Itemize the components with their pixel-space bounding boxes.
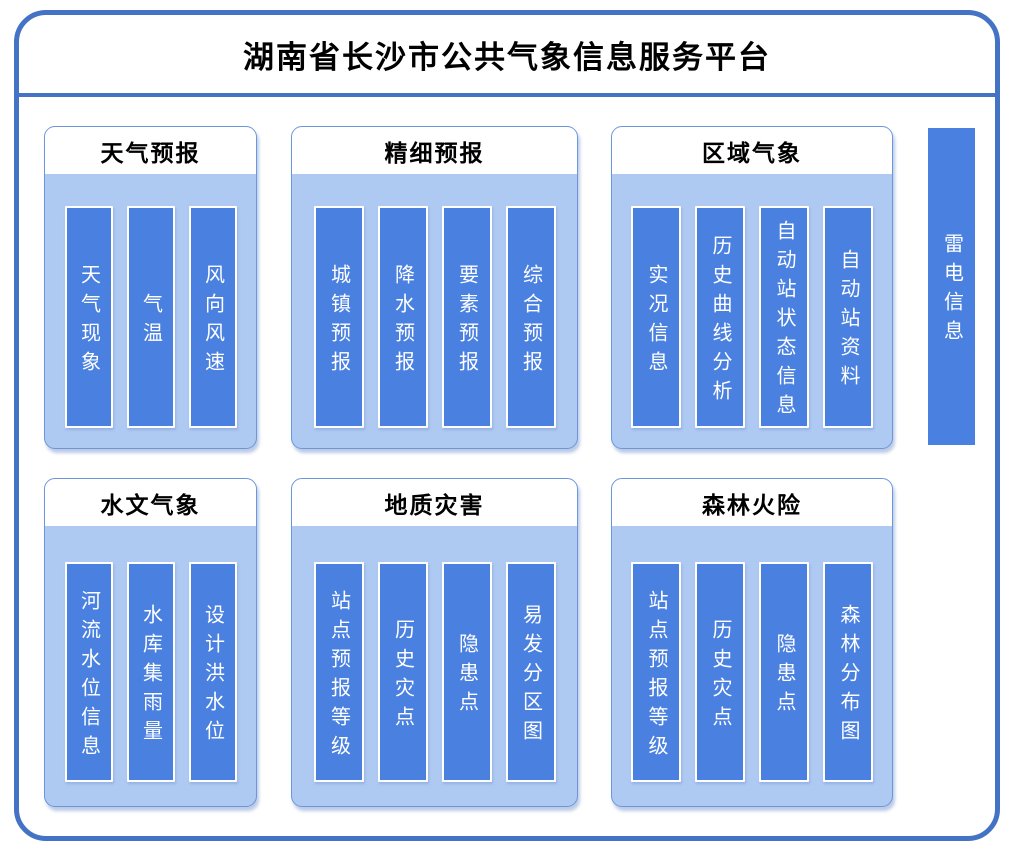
panel-header: 地质灾害	[292, 479, 577, 526]
bar-label: 天气现象	[77, 263, 100, 380]
bar-label: 历史灾点	[709, 618, 731, 735]
panel-body: 城镇预报 降水预报 要素预报 综合预报	[292, 174, 577, 448]
panel-header: 区域气象	[612, 127, 892, 174]
panel-body: 实况信息 历史曲线分析 自动站状态信息 自动站资料	[612, 174, 892, 448]
bar-label: 自动站资料	[837, 249, 859, 394]
bar-label: 站点预报等级	[645, 589, 667, 764]
panel-regional-meteorology: 区域气象 实况信息 历史曲线分析 自动站状态信息 自动站资料	[611, 126, 893, 449]
bar-label: 要素预报	[455, 263, 478, 380]
bar-lightning-info: 雷电信息	[928, 128, 975, 445]
panel-title: 水文气象	[100, 491, 201, 518]
bar-wind-direction-speed: 风向风速	[188, 206, 237, 428]
bar-label: 城镇预报	[327, 263, 350, 380]
bar-label: 隐患点	[773, 633, 795, 720]
bar-hidden-danger-points: 隐患点	[759, 562, 809, 782]
bar-weather-phenomena: 天气现象	[64, 206, 113, 428]
panel-forest-fire-risk: 森林火险 站点预报等级 历史灾点 隐患点 森林分布图	[611, 478, 893, 807]
bar-town-forecast: 城镇预报	[313, 206, 364, 428]
panel-header: 天气预报	[45, 127, 256, 174]
bar-label: 自动站状态信息	[773, 220, 795, 423]
platform-frame: 湖南省长沙市公共气象信息服务平台 天气预报 天气现象 气温 风向风速 精细预报 …	[14, 10, 1000, 841]
bar-auto-station-status-info: 自动站状态信息	[759, 206, 809, 428]
panel-body: 站点预报等级 历史灾点 隐患点 森林分布图	[612, 526, 892, 806]
panel-body: 站点预报等级 历史灾点 隐患点 易发分区图	[292, 526, 577, 806]
panel-title: 区域气象	[702, 139, 802, 166]
panel-header: 水文气象	[45, 479, 256, 526]
platform-title: 湖南省长沙市公共气象信息服务平台	[243, 39, 771, 75]
panel-title: 天气预报	[100, 139, 201, 166]
bar-label: 森林分布图	[837, 604, 859, 749]
bar-label: 综合预报	[519, 263, 542, 380]
bar-label: 风向风速	[201, 263, 224, 380]
bar-forest-distribution-map: 森林分布图	[823, 562, 873, 782]
bar-label: 河流水位信息	[77, 589, 100, 764]
bar-label: 设计洪水位	[201, 604, 224, 749]
panel-title: 精细预报	[384, 139, 485, 166]
panel-hydrological-meteorology: 水文气象 河流水位信息 水库集雨量 设计洪水位	[44, 478, 257, 807]
panel-geological-disaster: 地质灾害 站点预报等级 历史灾点 隐患点 易发分区图	[291, 478, 578, 807]
bar-element-forecast: 要素预报	[441, 206, 492, 428]
bar-label: 站点预报等级	[327, 589, 350, 764]
panel-weather-forecast: 天气预报 天气现象 气温 风向风速	[44, 126, 257, 449]
panel-fine-forecast: 精细预报 城镇预报 降水预报 要素预报 综合预报	[291, 126, 578, 449]
bar-label: 历史曲线分析	[709, 234, 731, 409]
bar-history-curve-analysis: 历史曲线分析	[695, 206, 745, 428]
bar-design-flood-level: 设计洪水位	[188, 562, 237, 782]
bar-label: 实况信息	[645, 263, 667, 380]
bar-prone-area-zoning-map: 易发分区图	[505, 562, 556, 782]
bar-comprehensive-forecast: 综合预报	[505, 206, 556, 428]
bar-label: 历史灾点	[391, 618, 414, 735]
bar-temperature: 气温	[126, 206, 175, 428]
bar-label: 降水预报	[391, 263, 414, 380]
bar-label: 隐患点	[455, 633, 478, 720]
bar-historical-disaster-points: 历史灾点	[695, 562, 745, 782]
bar-hidden-danger-points: 隐患点	[441, 562, 492, 782]
panel-body: 河流水位信息 水库集雨量 设计洪水位	[45, 526, 256, 806]
panel-title: 地质灾害	[384, 491, 485, 518]
bar-historical-disaster-points: 历史灾点	[377, 562, 428, 782]
bar-station-forecast-level: 站点预报等级	[631, 562, 681, 782]
bar-station-forecast-level: 站点预报等级	[313, 562, 364, 782]
bar-label: 易发分区图	[519, 604, 542, 749]
bar-label: 气温	[139, 292, 162, 351]
panel-header: 精细预报	[292, 127, 577, 174]
bar-realtime-info: 实况信息	[631, 206, 681, 428]
bar-label: 水库集雨量	[139, 604, 162, 749]
title-bar: 湖南省长沙市公共气象信息服务平台	[19, 15, 995, 97]
bar-reservoir-rainfall: 水库集雨量	[126, 562, 175, 782]
panel-body: 天气现象 气温 风向风速	[45, 174, 256, 448]
panel-title: 森林火险	[702, 491, 802, 518]
bar-label: 雷电信息	[940, 233, 963, 349]
panel-header: 森林火险	[612, 479, 892, 526]
bar-precipitation-forecast: 降水预报	[377, 206, 428, 428]
bar-river-water-level-info: 河流水位信息	[64, 562, 113, 782]
bar-auto-station-data: 自动站资料	[823, 206, 873, 428]
